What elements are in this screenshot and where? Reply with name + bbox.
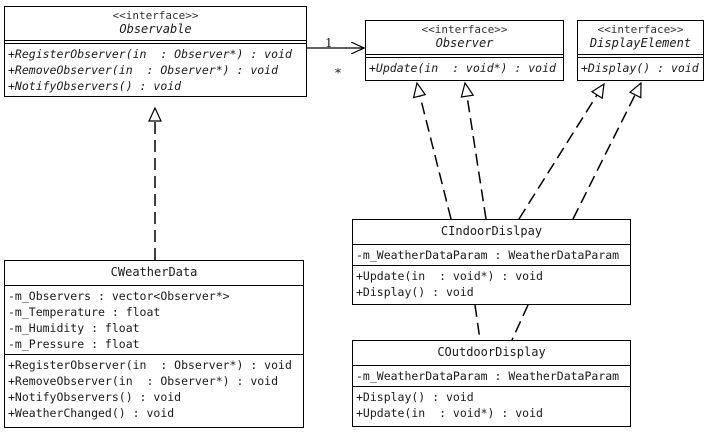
operation: +WeatherChanged() : void — [8, 406, 175, 420]
class-display-element[interactable]: <<interface>> DisplayElement +Display() … — [577, 20, 704, 81]
attribute: -m_WeatherDataParam : WeatherDataParam — [356, 369, 620, 383]
stereotype-label: <<interface>> — [421, 23, 508, 36]
class-weather-data-attributes: -m_Observers : vector<Observer*> -m_Temp… — [5, 286, 303, 355]
class-weather-data[interactable]: CWeatherData -m_Observers : vector<Obser… — [4, 260, 304, 428]
operation: +RegisterObserver(in : Observer*) : void — [8, 358, 292, 372]
indoor-outdoor-dashed-links — [474, 304, 529, 341]
realization-indoor-displayelement — [518, 81, 642, 220]
realization-weatherdata-observable — [148, 106, 162, 260]
class-observable-operations: +RegisterObserver(in : Observer*) : void… — [5, 44, 306, 96]
class-display-element-header: <<interface>> DisplayElement — [578, 21, 703, 55]
class-weather-data-header: CWeatherData — [5, 261, 303, 286]
class-name: COutdoorDisplay — [437, 345, 546, 359]
operation: +Display() : void — [356, 390, 474, 404]
realization-indoor-observer — [412, 81, 487, 220]
attribute: -m_Humidity : float — [8, 321, 140, 335]
class-display-element-attributes — [578, 55, 703, 58]
class-observable-attributes — [5, 41, 306, 44]
class-observer[interactable]: <<interface>> Observer +Update(in : void… — [365, 20, 564, 81]
class-indoor-display-header: CIndoorDislpay — [353, 220, 630, 245]
operation: +Update(in : void*) : void — [356, 269, 543, 283]
class-observer-header: <<interface>> Observer — [366, 21, 563, 55]
class-indoor-display-attributes: -m_WeatherDataParam : WeatherDataParam — [353, 245, 630, 266]
class-observer-attributes — [366, 55, 563, 58]
attribute: -m_Temperature : float — [8, 305, 161, 319]
class-indoor-display[interactable]: CIndoorDislpay -m_WeatherDataParam : Wea… — [352, 219, 631, 305]
operation: +RemoveObserver(in : Observer*) : void — [8, 63, 279, 77]
class-indoor-display-operations: +Update(in : void*) : void +Display() : … — [353, 266, 630, 302]
attribute: -m_Pressure : float — [8, 337, 140, 351]
class-name: Observable — [119, 22, 192, 36]
operation: +RemoveObserver(in : Observer*) : void — [8, 374, 279, 388]
operation: +Update(in : void*) : void — [369, 61, 556, 75]
operation: +Update(in : void*) : void — [356, 406, 543, 420]
operation: +Display() : void — [356, 285, 474, 299]
class-observable-header: <<interface>> Observable — [5, 7, 306, 41]
class-name: DisplayElement — [589, 36, 692, 50]
association-multiplicity-source: 1 — [325, 36, 333, 50]
operation: +NotifyObservers() : void — [8, 390, 182, 404]
stereotype-label: <<interface>> — [112, 9, 199, 22]
class-observable[interactable]: <<interface>> Observable +RegisterObserv… — [4, 6, 307, 97]
operation: +Display() : void — [581, 61, 699, 75]
class-outdoor-display-operations: +Display() : void +Update(in : void*) : … — [353, 387, 630, 423]
attribute: -m_WeatherDataParam : WeatherDataParam — [356, 248, 620, 262]
attribute: -m_Observers : vector<Observer*> — [8, 289, 230, 303]
class-weather-data-operations: +RegisterObserver(in : Observer*) : void… — [5, 355, 303, 423]
class-name: Observer — [435, 36, 494, 50]
class-outdoor-display[interactable]: COutdoorDisplay -m_WeatherDataParam : We… — [352, 340, 631, 427]
class-display-element-operations: +Display() : void — [578, 58, 703, 78]
class-outdoor-display-header: COutdoorDisplay — [353, 341, 630, 366]
class-outdoor-display-attributes: -m_WeatherDataParam : WeatherDataParam — [353, 366, 630, 387]
association-multiplicity-target: * — [335, 66, 341, 80]
class-name: CWeatherData — [110, 265, 198, 279]
operation: +NotifyObservers() : void — [8, 79, 182, 93]
class-observer-operations: +Update(in : void*) : void — [366, 58, 563, 78]
operation: +RegisterObserver(in : Observer*) : void — [8, 47, 292, 61]
class-name: CIndoorDislpay — [440, 224, 543, 238]
stereotype-label: <<interface>> — [597, 23, 684, 36]
